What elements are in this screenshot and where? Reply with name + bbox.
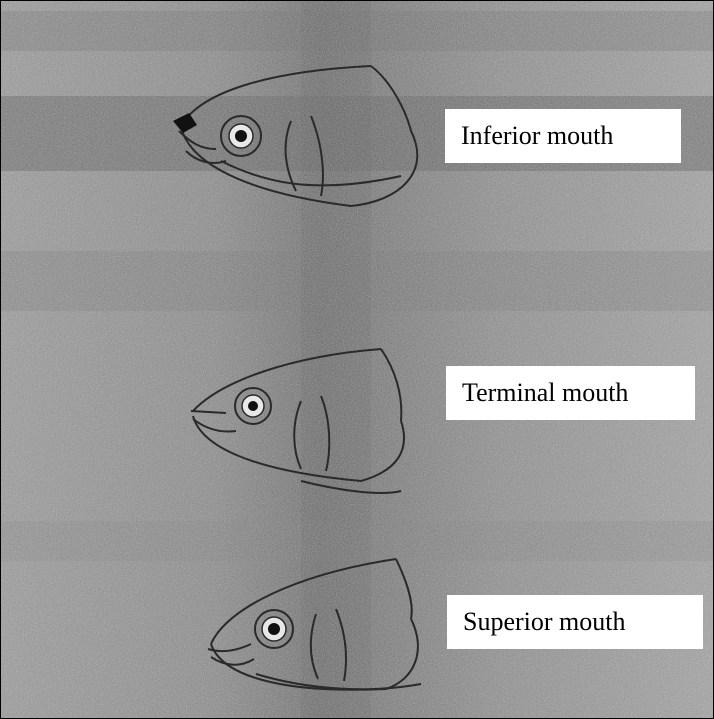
fish-head-terminal-mouth-icon: [181, 341, 441, 501]
terminal-mouth-label: Terminal mouth: [446, 366, 695, 420]
superior-mouth-label: Superior mouth: [447, 595, 703, 649]
fish-head-superior-mouth-icon: [196, 549, 456, 709]
fish-head-inferior-mouth-icon: [161, 61, 441, 221]
inferior-mouth-label: Inferior mouth: [445, 109, 681, 163]
